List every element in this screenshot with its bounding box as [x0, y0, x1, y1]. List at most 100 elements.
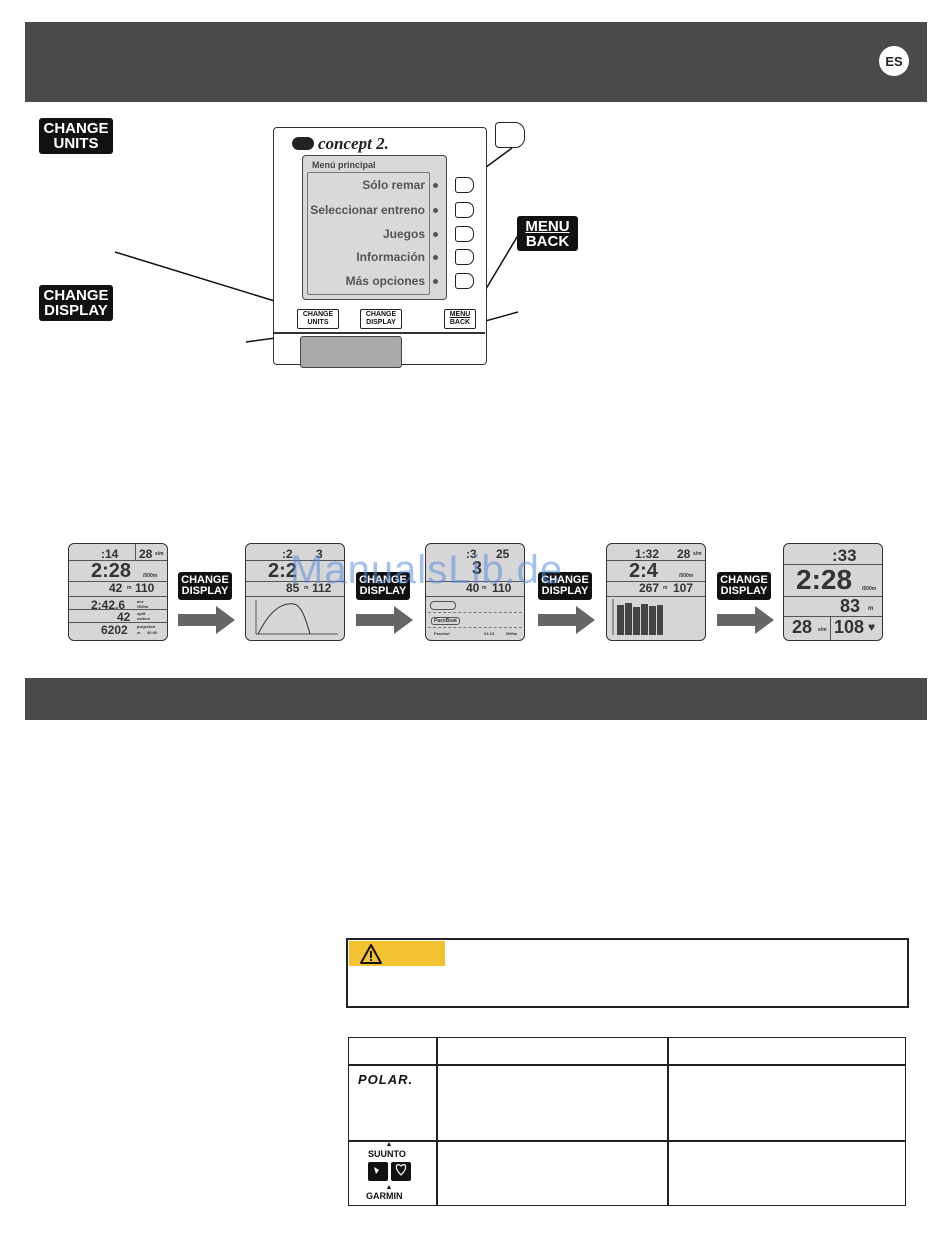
force-curve-graph	[255, 600, 338, 635]
time-value: :14	[101, 547, 119, 561]
paceboat-label: PaceBoat	[431, 617, 460, 625]
boat-icon	[430, 601, 456, 610]
right-arrow-icon	[538, 606, 595, 634]
pace-value: 2:4	[629, 560, 658, 582]
time-value: 1:32	[635, 547, 660, 561]
menu-title: Menú principal	[312, 160, 376, 170]
svg-text:POLAR.: POLAR.	[358, 1072, 413, 1087]
change-units-line1: CHANGE	[302, 311, 334, 318]
change-display-line2: DISPLAY	[181, 585, 229, 597]
display-screen-5: :33 2:28 /500m 83 m 28 s/m 108 ♥	[783, 543, 883, 641]
spm-value: 28	[139, 547, 153, 561]
soft-key-icon	[495, 122, 525, 148]
change-units-button[interactable]: CHANGE UNITS	[297, 309, 339, 329]
meters-value: 42	[109, 581, 123, 595]
meters-value: 85	[286, 581, 300, 595]
avg-value: 2:42.6	[91, 598, 126, 612]
menu-dot-icon	[433, 255, 438, 260]
display-screen-3: :3 25 3 40 m 110 PaceBoat Pacebot 01:13 …	[425, 543, 525, 641]
hr-compatibility-table	[348, 1037, 906, 1206]
spm-value: 28	[677, 547, 691, 561]
change-display-line1: CHANGE	[541, 574, 589, 586]
bar-graph-icon	[612, 599, 663, 635]
change-display-line2: DISPLAY	[720, 585, 768, 597]
change-display-line1: CHANGE	[43, 287, 109, 304]
menu-item[interactable]: Juegos	[310, 227, 425, 241]
menu-back-line1: MENU	[449, 311, 471, 318]
heart-rate-value: 110	[492, 581, 512, 595]
soft-key-4[interactable]	[455, 249, 474, 265]
pace-unit: /500m	[143, 573, 158, 579]
display-screen-2: :2 3 2:2 85 m 112	[245, 543, 345, 641]
pace-value: 2:2	[268, 560, 297, 582]
change-display-line1: CHANGE	[181, 574, 229, 586]
change-display-button[interactable]: CHANGE DISPLAY	[360, 309, 402, 329]
avg-unit-1: ave	[137, 599, 144, 604]
change-display-step-label: CHANGE DISPLAY	[717, 572, 771, 600]
change-display-line2: DISPLAY	[366, 319, 396, 326]
heart-rate-value: 107	[673, 581, 694, 595]
change-display-line1: CHANGE	[365, 311, 397, 318]
display-screen-4: 1:32 28 s/m 2:4 /500m 267 m 107	[606, 543, 706, 641]
heart-icon: ♥	[868, 620, 876, 634]
pace-unit: /500m	[679, 573, 694, 579]
meters-value: 83	[840, 596, 861, 616]
watermark: ManualsLib.de	[290, 548, 564, 592]
menu-dot-icon	[433, 208, 438, 213]
change-display-line1: CHANGE	[720, 574, 768, 586]
spm-value: 28	[792, 617, 813, 637]
projected-unit-2: m	[137, 630, 141, 635]
pace-value: 3	[472, 558, 483, 578]
menu-panel	[307, 172, 430, 295]
menu-item[interactable]: Sólo remar	[310, 178, 425, 192]
footer-value-1: 01:13	[484, 631, 495, 636]
soft-key-3[interactable]	[455, 226, 474, 242]
meters-unit: m	[868, 606, 874, 612]
menu-dot-icon	[433, 183, 438, 188]
change-display-line2: DISPLAY	[44, 302, 108, 319]
section-bar	[25, 678, 927, 720]
soft-key-2[interactable]	[455, 202, 474, 218]
meters-unit: m	[663, 585, 668, 591]
spm-unit: s/m	[155, 551, 164, 557]
menu-item[interactable]: Información	[310, 250, 425, 264]
monitor-divider	[274, 332, 485, 334]
projected-value: 6202	[101, 623, 128, 637]
menu-dot-icon	[433, 232, 438, 237]
change-units-line2: UNITS	[307, 319, 329, 326]
soft-key-1[interactable]	[455, 177, 474, 193]
right-arrow-icon	[178, 606, 235, 634]
menu-back-label: MENU BACK	[517, 216, 578, 251]
footer-value-2: /500m	[506, 631, 518, 636]
time-value: :2	[282, 547, 293, 561]
concept2-logo-icon	[292, 137, 314, 150]
menu-dot-icon	[433, 279, 438, 284]
meters-value: 267	[639, 581, 660, 595]
pace-value: 2:28	[796, 564, 853, 595]
menu-back-line1: MENU	[525, 217, 570, 235]
meters-unit: m	[127, 585, 132, 591]
caution-tag	[349, 941, 445, 966]
projected-unit-1: projected	[137, 624, 156, 629]
heart-rate-value: 112	[312, 581, 332, 595]
menu-item[interactable]: Más opciones	[310, 274, 425, 288]
menu-item[interactable]: Seleccionar entreno	[310, 203, 425, 217]
projected-time: 30:00	[147, 630, 158, 635]
pace-value: 2:28	[91, 560, 132, 582]
usb-slot	[300, 336, 402, 368]
change-display-line2: DISPLAY	[541, 585, 589, 597]
polar-logo-icon: POLAR.	[358, 1072, 413, 1087]
split-unit-1: split	[137, 611, 146, 616]
pace-unit: /500m	[862, 586, 877, 592]
meters-unit: m	[304, 585, 309, 591]
svg-text:SUUNTO: SUUNTO	[368, 1149, 406, 1159]
soft-key-5[interactable]	[455, 273, 474, 289]
monitor-lcd	[302, 155, 447, 300]
menu-back-button[interactable]: MENU BACK	[444, 309, 476, 329]
svg-text:GARMIN: GARMIN	[366, 1191, 403, 1200]
caution-box	[346, 938, 909, 1008]
time-value: :3	[466, 547, 477, 561]
right-arrow-icon	[717, 606, 774, 634]
change-units-label: CHANGE UNITS	[39, 118, 113, 154]
change-display-step-label: CHANGE DISPLAY	[178, 572, 232, 600]
